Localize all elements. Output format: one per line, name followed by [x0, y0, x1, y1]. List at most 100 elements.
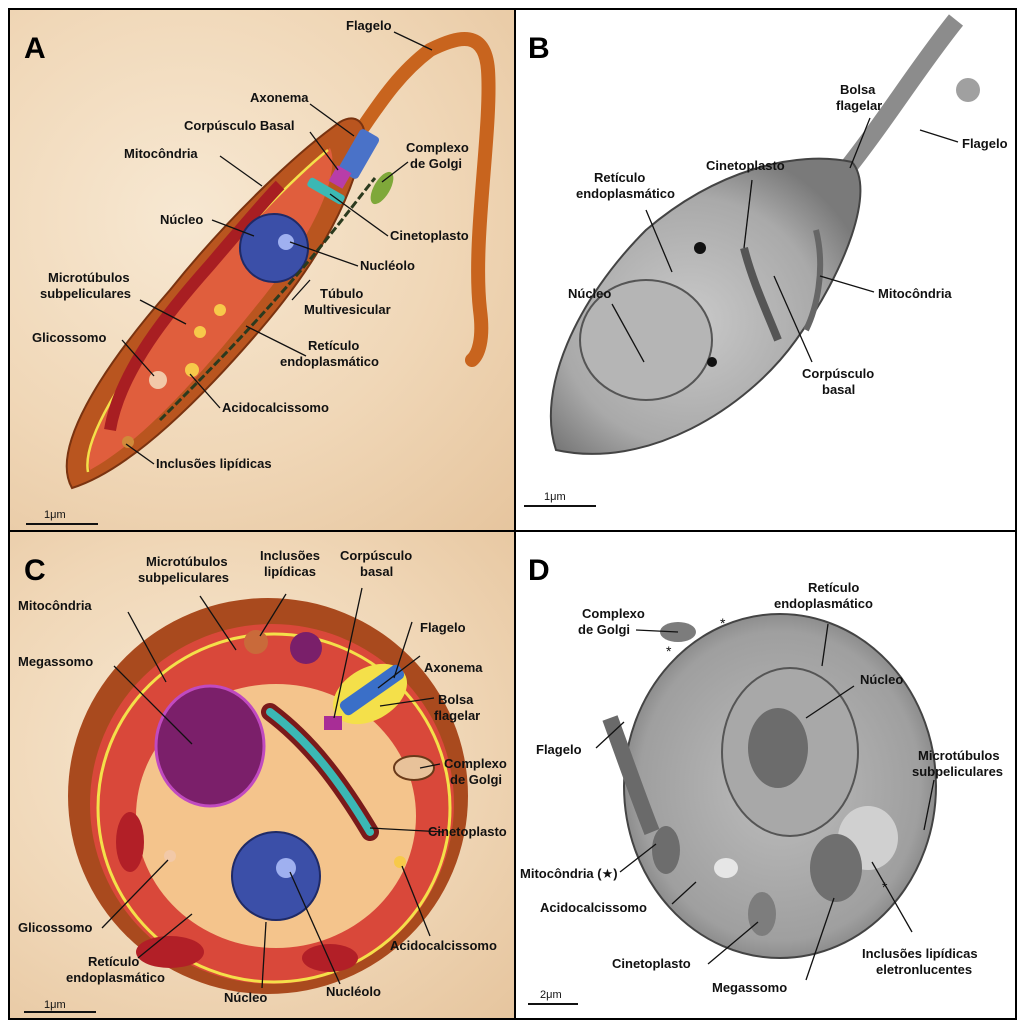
d-label-megassomo: Megassomo	[712, 980, 787, 995]
d-asterisk-2: *	[666, 643, 672, 659]
c-label-nucleo: Núcleo	[224, 990, 267, 1005]
c-label-inclusoes-2: lipídicas	[264, 564, 316, 579]
c-golgi	[394, 756, 434, 780]
b-label-corpusculo-1: Corpúsculo	[802, 366, 874, 381]
panel-d-drawing: * * * D Complexo de Golgi Retículo endop…	[516, 532, 1015, 1018]
c-lipid-inclusion	[244, 630, 268, 654]
a-label-glicossomo: Glicossomo	[32, 330, 106, 345]
a-acidocalcisome-3	[185, 363, 199, 377]
d-megasome	[810, 834, 862, 902]
b-label-flagelo: Flagelo	[962, 136, 1008, 151]
d-label-inclusoes-1: Inclusões lipídicas	[862, 946, 978, 961]
d-label-nucleo: Núcleo	[860, 672, 903, 687]
c-label-cinetoplasto: Cinetoplasto	[428, 824, 507, 839]
panel-d-micrograph: * * * D Complexo de Golgi Retículo endop…	[514, 530, 1017, 1020]
d-label-microtubulos-2: subpeliculares	[912, 764, 1003, 779]
a-label-nucleo: Núcleo	[160, 212, 203, 227]
c-label-bolsa-2: flagelar	[434, 708, 480, 723]
b-label-reticulo-1: Retículo	[594, 170, 645, 185]
c-label-axonema: Axonema	[424, 660, 483, 675]
b-label-mitocondria: Mitocôndria	[878, 286, 952, 301]
panel-b-micrograph: B Bolsa flagelar Flagelo Retículo endopl…	[514, 8, 1017, 532]
a-acidocalcisome-2	[214, 304, 226, 316]
c-panel-letter: C	[24, 554, 46, 587]
c-label-reticulo-2: endoplasmático	[66, 970, 165, 985]
c-mito-2	[302, 944, 358, 972]
d-mitochondrion	[652, 826, 680, 874]
b-label-bolsa-1: Bolsa	[840, 82, 876, 97]
c-label-nucleolo: Nucléolo	[326, 984, 381, 999]
a-label-axonema: Axonema	[250, 90, 309, 105]
d-nuclear-chromatin	[748, 708, 808, 788]
a-label-reticulo-1: Retículo	[308, 338, 359, 353]
d-label-reticulo-2: endoplasmático	[774, 596, 873, 611]
c-acidocalcisome	[394, 856, 406, 868]
a-label-corpusculo-basal: Corpúsculo Basal	[184, 118, 295, 133]
c-scale-label: 1μm	[44, 999, 66, 1011]
b-dense-granule-2	[707, 357, 717, 367]
b-vesicle	[956, 78, 980, 102]
c-mito-3	[116, 812, 144, 872]
a-label-tubulo-2: Multivesicular	[304, 302, 391, 317]
c-label-flagelo: Flagelo	[420, 620, 466, 635]
c-label-corpusculo-1: Corpúsculo	[340, 548, 412, 563]
d-label-microtubulos-1: Microtúbulos	[918, 748, 1000, 763]
b-dense-granule-1	[694, 242, 706, 254]
c-label-inclusoes-1: Inclusões	[260, 548, 320, 563]
d-asterisk-1: *	[720, 615, 726, 631]
c-megasome	[156, 686, 264, 806]
b-scale-label: 1μm	[544, 491, 566, 503]
d-label-reticulo-1: Retículo	[808, 580, 859, 595]
c-label-microtubulos-2: subpeliculares	[138, 570, 229, 585]
d-label-complexo-2: de Golgi	[578, 622, 630, 637]
d-label-flagelo: Flagelo	[536, 742, 582, 757]
c-basal-body	[324, 716, 342, 730]
a-label-nucleolo: Nucléolo	[360, 258, 415, 273]
c-vesicle-purple	[290, 632, 322, 664]
a-label-tubulo-1: Túbulo	[320, 286, 363, 301]
b-label-bolsa-2: flagelar	[836, 98, 882, 113]
d-label-cinetoplasto: Cinetoplasto	[612, 956, 691, 971]
c-nucleus	[232, 832, 320, 920]
a-label-acidocalcissomo: Acidocalcissomo	[222, 400, 329, 415]
c-label-reticulo-1: Retículo	[88, 954, 139, 969]
b-label-cinetoplasto: Cinetoplasto	[706, 158, 785, 173]
a-label-microtubulos-2: subpeliculares	[40, 286, 131, 301]
c-nucleolus	[276, 858, 296, 878]
panel-c-drawing: C Microtúbulos subpeliculares Inclusões …	[10, 532, 514, 1018]
a-label-inclusoes: Inclusões lipídicas	[156, 456, 272, 471]
a-label-microtubulos-1: Microtúbulos	[48, 270, 130, 285]
a-label-cinetoplasto: Cinetoplasto	[390, 228, 469, 243]
a-scale-label: 1μm	[44, 509, 66, 521]
a-label-reticulo-2: endoplasmático	[280, 354, 379, 369]
a-label-flagelo: Flagelo	[346, 18, 392, 33]
c-label-bolsa-1: Bolsa	[438, 692, 474, 707]
b-label-nucleo: Núcleo	[568, 286, 611, 301]
a-label-golgi-2: de Golgi	[410, 156, 462, 171]
c-label-glicossomo: Glicossomo	[18, 920, 92, 935]
panel-c-schematic: C Microtúbulos subpeliculares Inclusões …	[8, 530, 516, 1020]
c-label-acidocalcissomo: Acidocalcissomo	[390, 938, 497, 953]
panel-a-schematic: A Flagelo Axonema Corpúsculo Basal Mitoc…	[8, 8, 516, 532]
d-label-inclusoes-2: eletronlucentes	[876, 962, 972, 977]
d-vesicle	[714, 858, 738, 878]
d-label-complexo-1: Complexo	[582, 606, 645, 621]
a-acidocalcisome-1	[194, 326, 206, 338]
a-golgi	[366, 168, 398, 207]
c-label-microtubulos-1: Microtúbulos	[146, 554, 228, 569]
panel-b-drawing: B Bolsa flagelar Flagelo Retículo endopl…	[516, 10, 1015, 530]
c-label-complexo-2: de Golgi	[450, 772, 502, 787]
c-label-mitocondria: Mitocôndria	[18, 598, 92, 613]
panel-a-drawing: A Flagelo Axonema Corpúsculo Basal Mitoc…	[10, 10, 514, 530]
d-label-acidocalcissomo: Acidocalcissomo	[540, 900, 647, 915]
c-label-corpusculo-2: basal	[360, 564, 393, 579]
c-glycosome	[164, 850, 176, 862]
d-kinetoplast	[748, 892, 776, 936]
b-label-corpusculo-2: basal	[822, 382, 855, 397]
d-label-mitocondria: Mitocôndria (★)	[520, 866, 618, 881]
a-cytoplasm	[88, 148, 332, 470]
b-label-reticulo-2: endoplasmático	[576, 186, 675, 201]
c-label-megassomo: Megassomo	[18, 654, 93, 669]
a-label-golgi-1: Complexo	[406, 140, 469, 155]
